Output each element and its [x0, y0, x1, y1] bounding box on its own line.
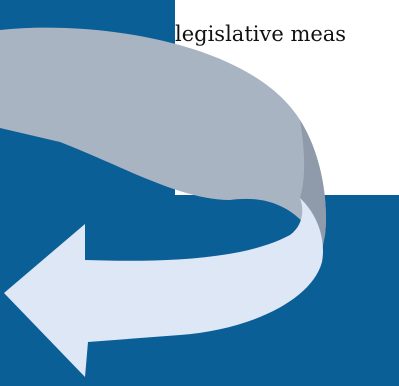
arrow-band-fold [300, 120, 326, 250]
arrow-band-back [0, 27, 326, 250]
arrow-band-front [4, 198, 324, 377]
legislative-caption: legislative meas [175, 22, 347, 46]
